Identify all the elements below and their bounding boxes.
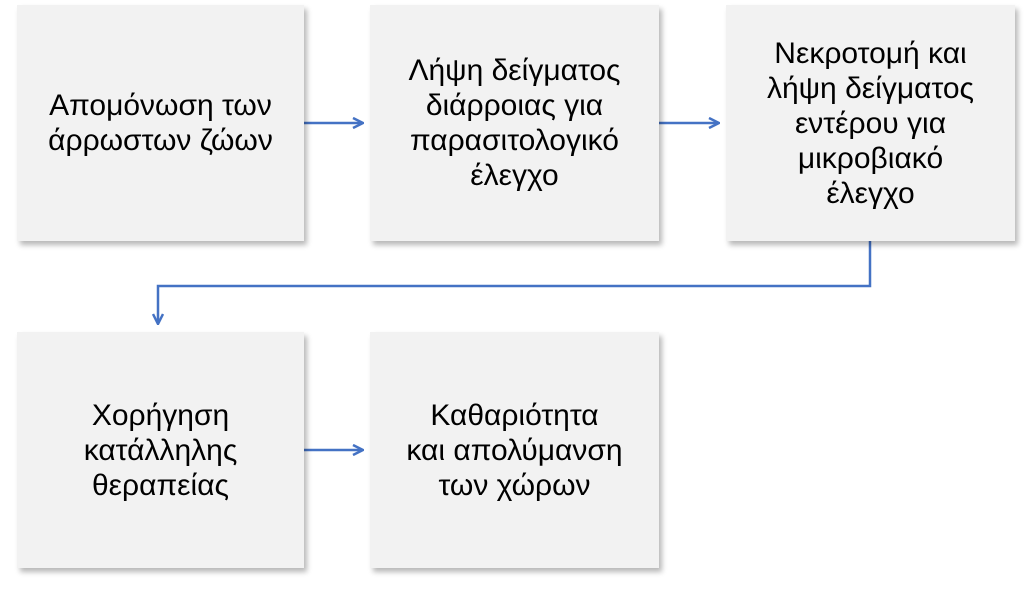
step-necropsy-label: Νεκροτομή και λήψη δείγματος εντέρου για…	[766, 36, 975, 210]
step-diarrhea-sample-box: Λήψη δείγματος διάρροιας για παρασιτολογ…	[370, 5, 659, 241]
step-diarrhea-sample-label: Λήψη δείγματος διάρροιας για παρασιτολογ…	[408, 54, 621, 192]
step-treatment-label: Χορήγηση κατάλληλης θεραπείας	[83, 398, 238, 502]
step-disinfection-label: Καθαριότητα και απολύμανση των χώρων	[406, 398, 623, 502]
step-treatment-box: Χορήγηση κατάλληλης θεραπείας	[17, 332, 304, 568]
step-disinfection-box: Καθαριότητα και απολύμανση των χώρων	[370, 332, 659, 568]
arrow-necropsy-to-treatment	[158, 241, 872, 323]
step-isolation-label: Απομόνωση των άρρωστων ζώων	[48, 89, 273, 157]
step-necropsy-box: Νεκροτομή και λήψη δείγματος εντέρου για…	[726, 5, 1015, 241]
step-isolation-box: Απομόνωση των άρρωστων ζώων	[17, 5, 304, 241]
